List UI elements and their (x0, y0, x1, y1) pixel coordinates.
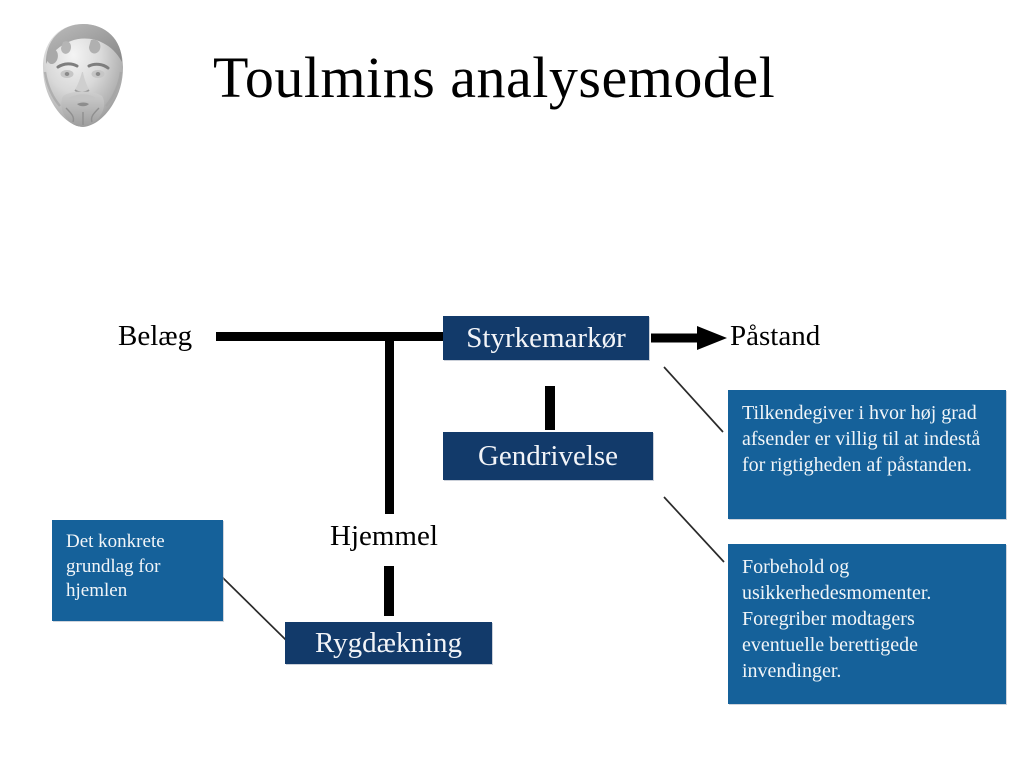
label-paastand: Påstand (730, 320, 821, 352)
connector-styrkemarkoer-to-gendrivelse (545, 386, 555, 430)
page-title: Toulmins analysemodel (213, 45, 776, 110)
connector-belaeg-to-styrkemarkoer (216, 332, 448, 341)
label-hjemmel: Hjemmel (330, 520, 438, 552)
connector-branch-to-hjemmel (385, 332, 394, 514)
arrow-styrkemarkoer-to-paastand (651, 325, 727, 351)
callout-hjemmel: Det konkrete grundlag for hjemlen (52, 520, 223, 621)
callout-gendrivelse: Forbehold og usikkerhedesmomenter. Foreg… (728, 544, 1006, 704)
callout-styrkemarkoer: Tilkendegiver i hvor høj grad afsender e… (728, 390, 1006, 519)
aristotle-bust-image (33, 20, 133, 132)
node-gendrivelse[interactable]: Gendrivelse (443, 432, 653, 480)
node-styrkemarkoer[interactable]: Styrkemarkør (443, 316, 649, 360)
connector-hjemmel-to-rygdaekning (384, 566, 394, 616)
node-rygdaekning[interactable]: Rygdækning (285, 622, 492, 664)
label-belaeg: Belæg (118, 320, 193, 352)
